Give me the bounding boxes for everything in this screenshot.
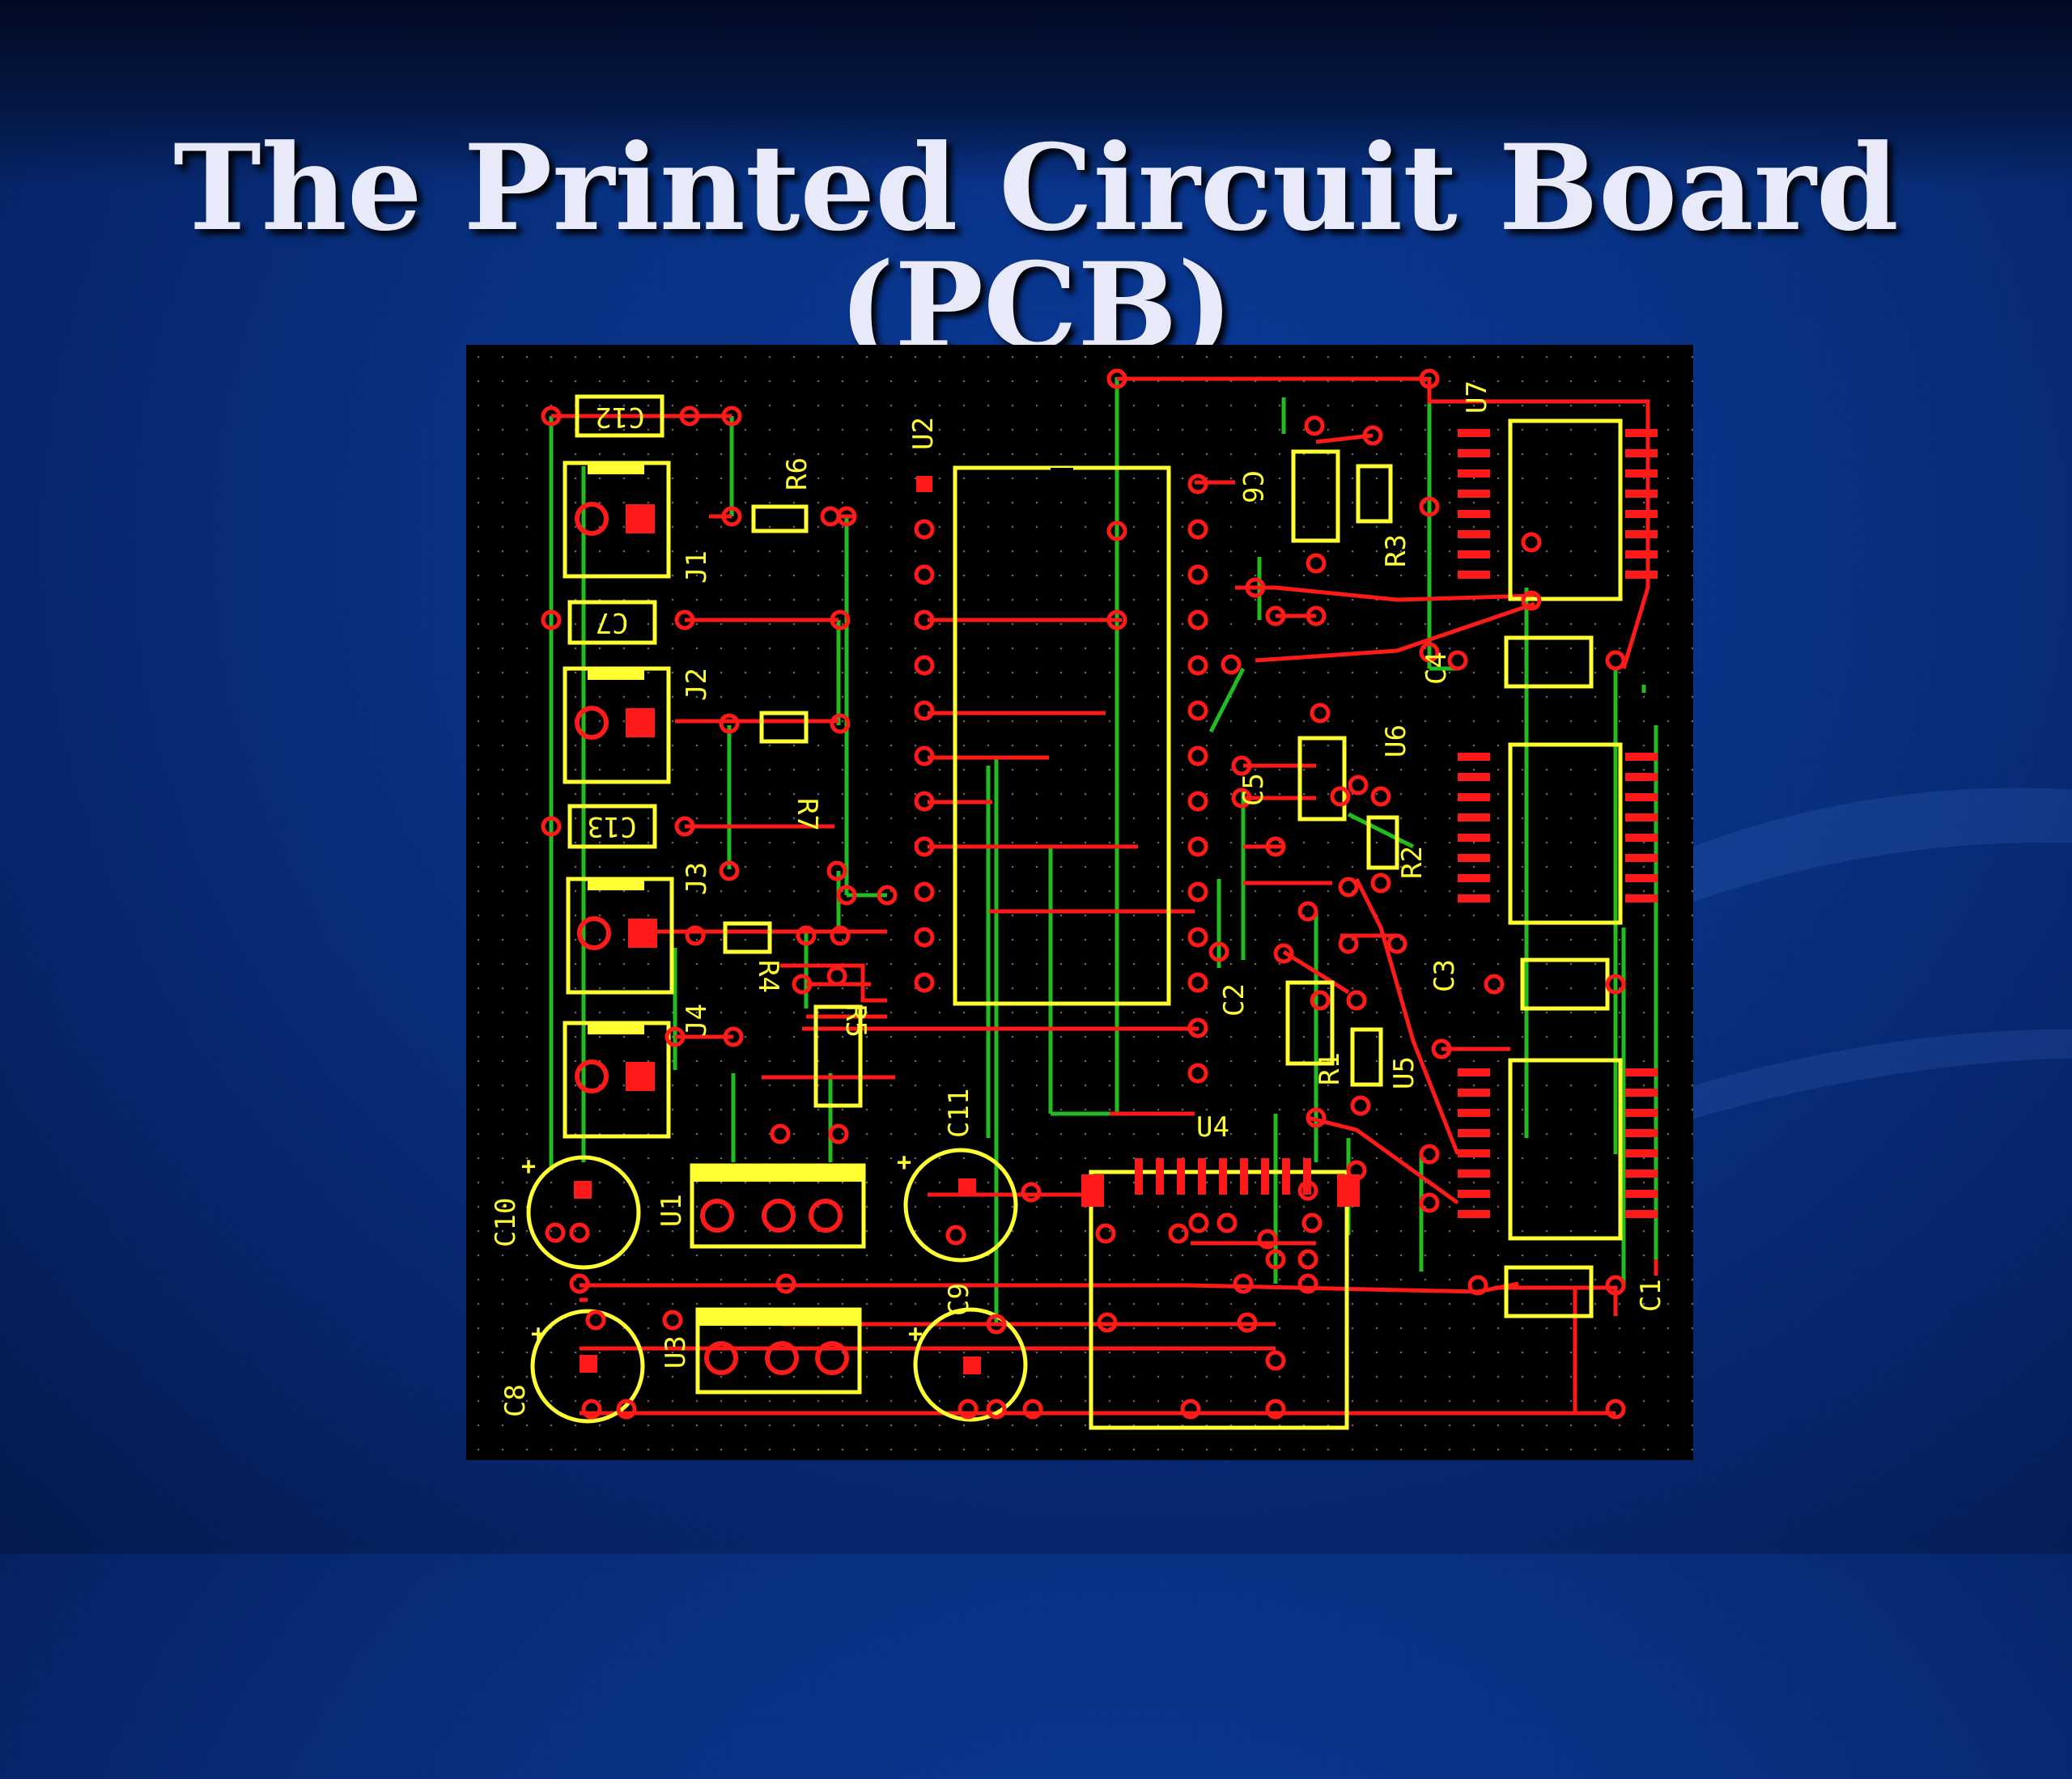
svg-text:+: + <box>908 1320 923 1348</box>
label-u2: U2 <box>907 417 940 450</box>
label-j1: J1 <box>681 550 713 584</box>
title-background-fade <box>0 0 2072 186</box>
slide-title: The Printed Circuit Board (PCB) <box>173 119 1899 376</box>
label-j3: J3 <box>681 862 713 895</box>
label-c7: C7 <box>596 606 629 639</box>
silkscreen-marks <box>588 463 1073 1326</box>
through-hole-pads <box>541 368 1626 1420</box>
label-c10: C10 <box>490 1198 522 1247</box>
svg-text:+: + <box>897 1148 911 1177</box>
label-c2: C2 <box>1218 983 1250 1017</box>
label-u6: U6 <box>1380 724 1412 758</box>
label-u4: U4 <box>1196 1111 1229 1144</box>
label-c4: C4 <box>1420 652 1453 685</box>
label-c5: C5 <box>1238 773 1270 806</box>
label-c12: C12 <box>595 401 644 433</box>
svg-text:+: + <box>521 1153 536 1181</box>
label-r4: R4 <box>752 960 784 993</box>
label-u3: U3 <box>660 1335 692 1369</box>
label-r5: R5 <box>839 1004 872 1038</box>
label-j4: J4 <box>681 1004 713 1037</box>
label-c9: C9 <box>943 1283 975 1316</box>
label-r6: R6 <box>781 457 813 490</box>
label-c3: C3 <box>1429 959 1461 992</box>
svg-text:+: + <box>531 1320 546 1348</box>
label-c8: C8 <box>499 1384 532 1417</box>
u2-dip-pins <box>914 473 1208 1084</box>
component-labels: C12 R6 U2 J1 C7 J2 R7 C13 J3 R4 J4 R5 C1… <box>490 380 1667 1417</box>
label-u5: U5 <box>1388 1056 1420 1089</box>
label-r1: R1 <box>1314 1052 1346 1085</box>
label-c6: C6 <box>1236 470 1268 503</box>
label-r7: R7 <box>791 798 823 831</box>
bottom-layer-traces <box>549 377 1658 1324</box>
pcb-board-image: C12 R6 U2 J1 C7 J2 R7 C13 J3 R4 J4 R5 C1… <box>466 345 1693 1460</box>
label-r3: R3 <box>1380 534 1412 567</box>
label-c13: C13 <box>587 810 636 843</box>
polarity-marks: + + + + <box>521 1148 923 1348</box>
label-c1: C1 <box>1635 1279 1667 1312</box>
large-pads <box>574 502 981 1375</box>
label-j2: J2 <box>681 668 713 701</box>
ic-pads <box>916 429 1658 1218</box>
label-c11: C11 <box>943 1089 975 1138</box>
label-u1: U1 <box>656 1194 688 1227</box>
label-u7: U7 <box>1461 380 1493 414</box>
label-r2: R2 <box>1396 846 1429 879</box>
